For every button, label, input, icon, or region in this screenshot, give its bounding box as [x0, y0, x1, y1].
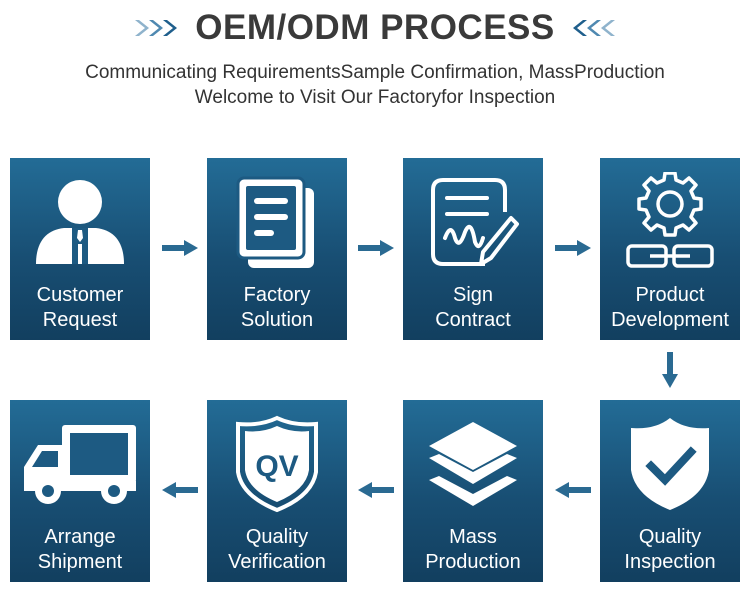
arrow-right-icon [555, 240, 591, 256]
step-label: Quality Inspection [600, 525, 740, 575]
truck-icon [10, 408, 150, 520]
step-label: Mass Production [403, 525, 543, 575]
step-label: Product Development [600, 283, 740, 333]
step-sign-contract: Sign Contract [403, 158, 543, 340]
arrow-left-icon [162, 482, 198, 498]
step-label-line1: Customer [36, 284, 124, 306]
step-mass-production: Mass Production [403, 400, 543, 582]
layers-icon [403, 408, 543, 520]
step-label: Arrange Shipment [10, 525, 150, 575]
chevrons-right-icon [133, 17, 181, 39]
subtitle-line-2: Welcome to Visit Our Factoryfor Inspecti… [194, 87, 556, 108]
step-label: Quality Verification [207, 525, 347, 575]
step-label-line2: Contract [435, 309, 511, 331]
person-icon [10, 166, 150, 278]
step-label: Factory Solution [207, 283, 347, 333]
subtitle-line-1: Communicating RequirementsSample Confirm… [85, 62, 665, 83]
step-label-line2: Inspection [624, 551, 716, 573]
step-label: Customer Request [10, 283, 150, 333]
step-label-line1: Product [635, 284, 705, 306]
step-label: Sign Contract [403, 283, 543, 333]
step-label-line1: Arrange [44, 526, 116, 548]
gear-chain-icon [600, 166, 740, 278]
title-row: OEM/ODM PROCESS [0, 8, 750, 48]
step-factory-solution: Factory Solution [207, 158, 347, 340]
arrow-right-icon [358, 240, 394, 256]
step-label-line1: Mass [449, 526, 497, 548]
step-label-line2: Solution [240, 309, 314, 331]
step-label-line2: Production [425, 551, 521, 573]
qv-shield-icon: QV [207, 408, 347, 520]
shield-check-icon [600, 408, 740, 520]
step-label-line1: Quality [638, 526, 702, 548]
arrow-left-icon [358, 482, 394, 498]
arrow-left-icon [555, 482, 591, 498]
step-label-line2: Shipment [37, 551, 123, 573]
step-label-line2: Verification [228, 551, 326, 573]
step-label-line1: Factory [243, 284, 311, 306]
document-icon [207, 166, 347, 278]
step-label-line1: Sign [452, 284, 494, 306]
step-customer-request: Customer Request [10, 158, 150, 340]
step-arrange-shipment: Arrange Shipment [10, 400, 150, 582]
step-label-line2: Development [611, 309, 729, 331]
step-label-line2: Request [42, 309, 118, 331]
step-quality-verification: QV Quality Verification [207, 400, 347, 582]
page-title: OEM/ODM PROCESS [195, 8, 555, 47]
arrow-right-icon [162, 240, 198, 256]
chevrons-left-icon [569, 17, 617, 39]
contract-signature-icon [403, 166, 543, 278]
qv-badge-text: QV [255, 450, 298, 483]
step-quality-inspection: Quality Inspection [600, 400, 740, 582]
step-label-line1: Quality [245, 526, 309, 548]
step-product-development: Product Development [600, 158, 740, 340]
arrow-down-icon [662, 352, 678, 388]
